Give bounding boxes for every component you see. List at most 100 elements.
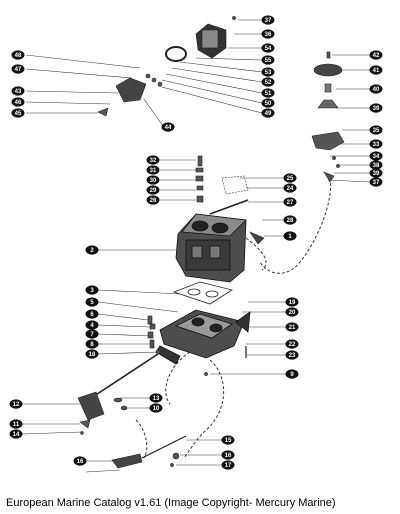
exploded-parts-diagram: 3736545553525150494847434645444241403935…	[9, 15, 383, 473]
callout-number: 40	[373, 87, 380, 93]
callout-number: 53	[265, 70, 272, 76]
callout-9: 9	[285, 369, 299, 379]
callout-number: 55	[265, 58, 272, 64]
callout-number: 12	[13, 402, 20, 408]
callout-31: 31	[146, 165, 160, 175]
callout-labels: 3736545553525150494847434645444241403935…	[9, 15, 383, 470]
callout-number: 39	[373, 171, 380, 177]
callout-35: 35	[369, 125, 383, 135]
callout-46: 46	[11, 97, 25, 107]
middle-small-parts	[195, 155, 265, 245]
callout-6: 6	[85, 309, 99, 319]
callout-number: 9	[290, 372, 294, 378]
callout-number: 6	[90, 312, 94, 318]
callout-number: 42	[373, 53, 380, 59]
carburetor-body	[175, 213, 247, 283]
callout-number: 1	[288, 234, 292, 240]
callout-number: 17	[225, 463, 232, 469]
gasket	[172, 281, 234, 305]
callout-8: 8	[85, 339, 99, 349]
callout-51: 51	[261, 88, 275, 98]
callout-28: 28	[283, 215, 297, 225]
callout-number: 27	[287, 200, 294, 206]
leader-lines	[21, 19, 371, 473]
callout-52: 52	[261, 77, 275, 87]
callout-number: 18	[89, 352, 96, 358]
callout-number: 41	[373, 68, 380, 74]
callout-number: 23	[289, 353, 296, 359]
callout-number: 43	[15, 89, 22, 95]
callout-number: 16	[225, 453, 232, 459]
callout-number: 31	[150, 168, 157, 174]
callout-1: 1	[283, 231, 297, 241]
callout-number: 2	[90, 248, 94, 254]
callout-38: 38	[369, 160, 383, 170]
callout-number: 25	[287, 176, 294, 182]
callout-number: 36	[265, 32, 272, 38]
callout-number: 4	[90, 323, 94, 329]
callout-29: 29	[146, 185, 160, 195]
callout-22: 22	[285, 339, 299, 349]
callout-45: 45	[11, 108, 25, 118]
callout-19: 19	[285, 297, 299, 307]
callout-number: 33	[373, 142, 380, 148]
callout-number: 46	[15, 100, 22, 106]
callout-number: 38	[373, 163, 380, 169]
callout-2: 2	[85, 245, 99, 255]
callout-number: 35	[373, 128, 380, 134]
callout-55: 55	[261, 55, 275, 65]
callout-number: 34	[373, 154, 380, 160]
callout-24: 24	[283, 183, 297, 193]
callout-49: 49	[261, 108, 275, 118]
callout-number: 14	[13, 432, 20, 438]
callout-53: 53	[261, 67, 275, 77]
callout-5: 5	[85, 297, 99, 307]
callout-36: 36	[261, 29, 275, 39]
callout-16: 16	[221, 450, 235, 460]
callout-4: 4	[85, 320, 99, 330]
callout-14: 14	[9, 429, 23, 439]
callout-number: 54	[265, 46, 272, 52]
callout-21: 21	[285, 322, 299, 332]
callout-16: 16	[73, 456, 87, 466]
callout-number: 37	[373, 180, 380, 186]
callout-number: 28	[287, 218, 294, 224]
callout-42: 42	[369, 50, 383, 60]
callout-41: 41	[369, 65, 383, 75]
callout-number: 39	[373, 106, 380, 112]
callout-25: 25	[283, 173, 297, 183]
callout-23: 23	[285, 350, 299, 360]
callout-27: 27	[283, 197, 297, 207]
callout-48: 48	[11, 50, 25, 60]
callout-54: 54	[261, 43, 275, 53]
callout-number: 15	[225, 438, 232, 444]
callout-number: 21	[289, 325, 296, 331]
callout-number: 29	[150, 188, 157, 194]
callout-26: 26	[146, 195, 160, 205]
callout-44: 44	[161, 122, 175, 132]
callout-34: 34	[369, 151, 383, 161]
callout-12: 12	[9, 399, 23, 409]
callout-43: 43	[11, 86, 25, 96]
callout-number: 37	[265, 18, 272, 24]
callout-3: 3	[85, 285, 99, 295]
callout-number: 30	[150, 178, 157, 184]
callout-number: 19	[289, 300, 296, 306]
callout-number: 52	[265, 80, 272, 86]
throttle-body	[155, 309, 251, 365]
callout-37: 37	[261, 15, 275, 25]
callout-17: 17	[221, 460, 235, 470]
callout-number: 8	[90, 342, 94, 348]
right-components	[311, 51, 345, 183]
callout-33: 33	[369, 139, 383, 149]
callout-40: 40	[369, 84, 383, 94]
callout-number: 5	[90, 300, 94, 306]
lower-parts	[77, 315, 247, 469]
callout-number: 16	[77, 459, 84, 465]
callout-number: 49	[265, 111, 272, 117]
callout-10: 10	[149, 403, 163, 413]
callout-20: 20	[285, 307, 299, 317]
callout-39: 39	[369, 103, 383, 113]
callout-32: 32	[146, 155, 160, 165]
callout-30: 30	[146, 175, 160, 185]
